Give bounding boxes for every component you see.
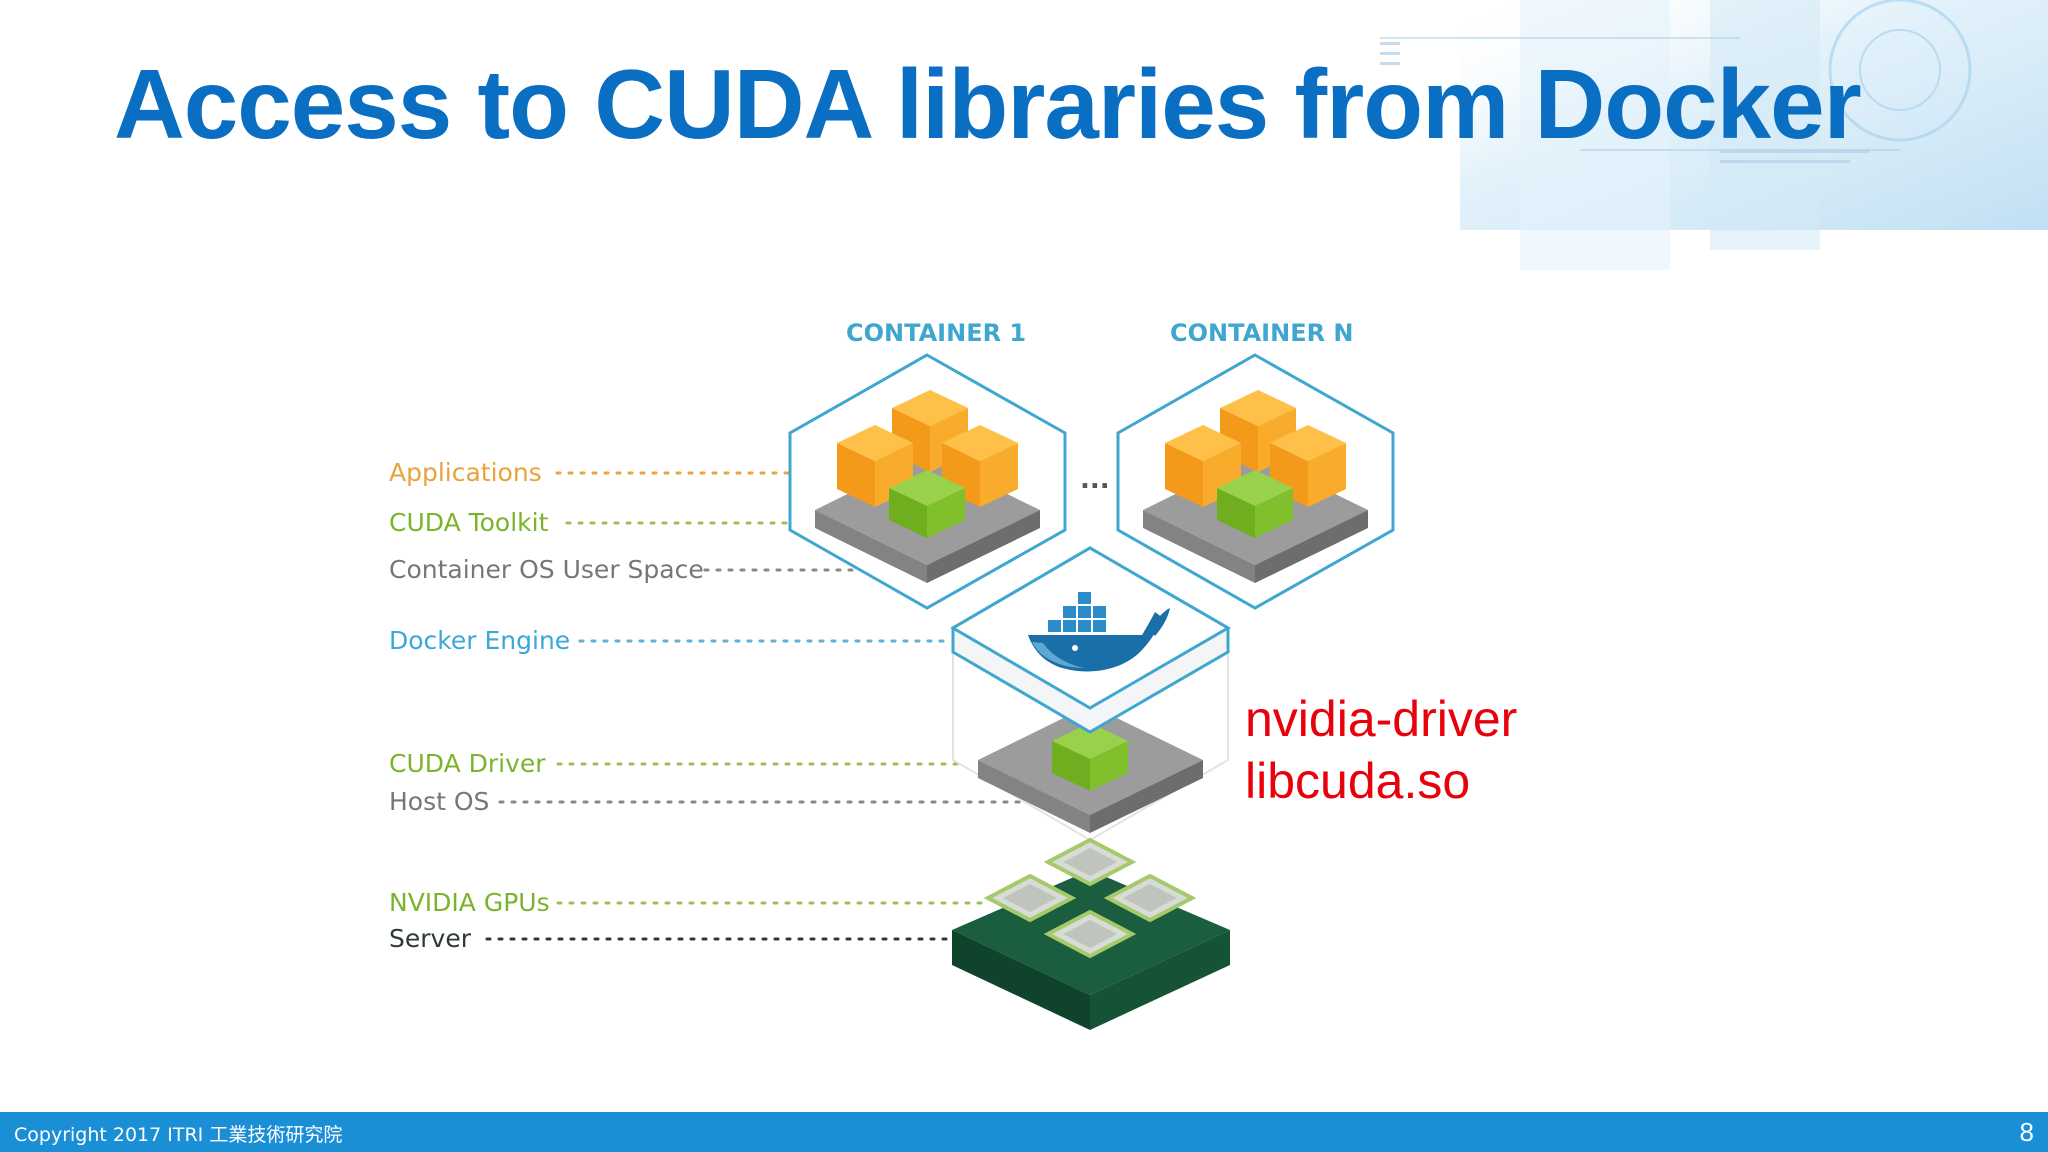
page-number: 8 — [2019, 1117, 2034, 1147]
applications-cubes — [837, 390, 1018, 507]
container-1-illustration — [788, 353, 1067, 610]
container-n-illustration — [1116, 353, 1395, 610]
layer-label-nvidia-gpus: NVIDIA GPUs — [389, 888, 550, 917]
server-gpus-illustration — [952, 837, 1230, 1030]
container-1-label: CONTAINER 1 — [846, 319, 1026, 347]
layer-label-cuda-driver: CUDA Driver — [389, 749, 546, 778]
layer-label-applications: Applications — [389, 458, 542, 487]
docker-engine-illustration — [950, 546, 1231, 734]
cuda-toolkit-cube — [889, 470, 965, 538]
layer-label-docker-engine: Docker Engine — [389, 626, 570, 655]
docker-whale-icon — [1028, 592, 1170, 672]
footer-copyright: Copyright 2017 ITRI 工業技術研究院 — [14, 1124, 343, 1146]
layer-label-server: Server — [389, 924, 472, 953]
slide-title: Access to CUDA libraries from Docker — [114, 49, 1862, 159]
footer-bar: Copyright 2017 ITRI 工業技術研究院 8 — [0, 1112, 2048, 1152]
annotation-libcuda: libcuda.so — [1245, 753, 1471, 809]
decorative-background — [1380, 0, 2048, 270]
cuda-driver-cube — [1052, 723, 1128, 791]
container-n-label: CONTAINER N — [1170, 319, 1354, 347]
containers-ellipsis: ... — [1080, 465, 1110, 495]
nvidia-gpu-chips — [983, 837, 1197, 959]
annotation-nvidia-driver: nvidia-driver — [1245, 691, 1518, 747]
layer-label-host-os: Host OS — [389, 787, 489, 816]
layer-label-container-os: Container OS User Space — [389, 555, 704, 584]
layer-label-cuda-toolkit: CUDA Toolkit — [389, 508, 549, 537]
